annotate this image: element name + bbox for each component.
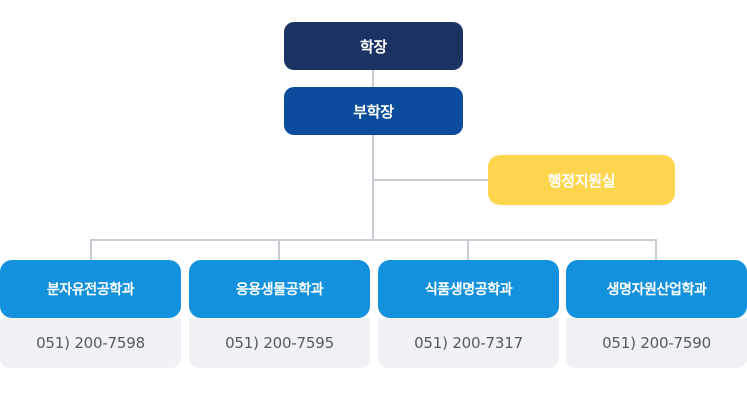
department-phone-4: 051) 200-7590: [566, 318, 747, 368]
department-column-4: 생명자원산업학과 051) 200-7590: [566, 260, 747, 368]
node-dean[interactable]: 학장: [284, 22, 463, 70]
department-name-4-label: 생명자원산업학과: [606, 282, 707, 298]
department-row: 분자유전공학과 051) 200-7598 응용생물공학과 051) 200-7…: [0, 260, 747, 370]
connector-drop-department-2: [278, 239, 280, 260]
node-vice-dean-label: 부학장: [353, 102, 394, 121]
node-admin-office-label: 행정지원실: [547, 171, 616, 190]
department-name-4[interactable]: 생명자원산업학과: [566, 260, 747, 318]
connector-department-bus: [90, 239, 657, 241]
connector-vicedean-trunk: [372, 135, 374, 240]
department-phone-4-value: 051) 200-7590: [602, 334, 711, 352]
connector-drop-department-1: [90, 239, 92, 260]
department-phone-1: 051) 200-7598: [0, 318, 181, 368]
department-column-3: 식품생명공학과 051) 200-7317: [378, 260, 559, 368]
node-dean-label: 학장: [359, 37, 387, 56]
department-column-1: 분자유전공학과 051) 200-7598: [0, 260, 181, 368]
department-name-3-label: 식품생명공학과: [424, 282, 513, 298]
department-phone-2: 051) 200-7595: [189, 318, 370, 368]
department-name-3[interactable]: 식품생명공학과: [378, 260, 559, 318]
department-name-1[interactable]: 분자유전공학과: [0, 260, 181, 318]
connector-trunk-to-admin: [372, 179, 490, 181]
node-admin-office[interactable]: 행정지원실: [488, 155, 675, 205]
node-vice-dean[interactable]: 부학장: [284, 87, 463, 135]
connector-dean-to-vicedean: [372, 70, 374, 87]
department-phone-3: 051) 200-7317: [378, 318, 559, 368]
department-phone-1-value: 051) 200-7598: [36, 334, 145, 352]
department-phone-3-value: 051) 200-7317: [414, 334, 523, 352]
connector-drop-department-4: [655, 239, 657, 260]
department-name-1-label: 분자유전공학과: [46, 282, 135, 298]
department-phone-2-value: 051) 200-7595: [225, 334, 334, 352]
department-name-2-label: 응용생물공학과: [235, 282, 324, 298]
connector-drop-department-3: [467, 239, 469, 260]
department-name-2[interactable]: 응용생물공학과: [189, 260, 370, 318]
department-column-2: 응용생물공학과 051) 200-7595: [189, 260, 370, 368]
